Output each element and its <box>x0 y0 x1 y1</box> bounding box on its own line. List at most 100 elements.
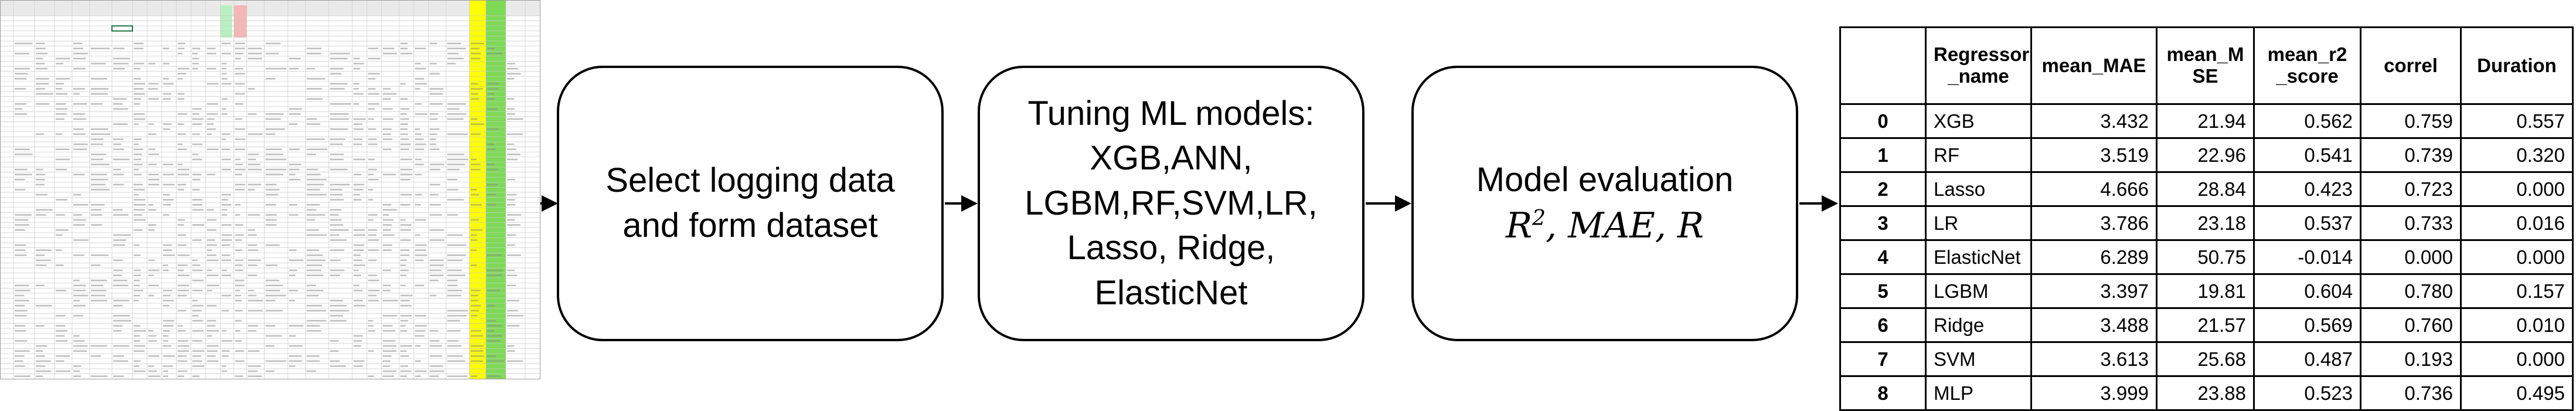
cell-mse: 28.84 <box>2156 171 2255 207</box>
sheet-cell-mark <box>430 345 442 347</box>
sheet-cell-mark <box>192 158 202 161</box>
sheet-cell-mark <box>307 214 325 216</box>
sheet-cell-mark <box>430 214 443 216</box>
metric-r2-exponent: 2 <box>1532 206 1546 230</box>
sheet-cell-mark <box>307 138 325 140</box>
sheet-cell-mark <box>368 350 374 352</box>
cell-regressor: LGBM <box>1925 273 2032 309</box>
sheet-cell-mark <box>192 57 199 60</box>
sheet-cell-mark <box>134 78 141 80</box>
sheet-cell-mark <box>15 355 25 357</box>
sheet-cell-mark <box>73 370 80 372</box>
sheet-cell-mark <box>91 63 106 64</box>
sheet-cell-mark <box>207 209 214 211</box>
sheet-cell-mark <box>248 164 261 165</box>
sheet-cell-mark <box>148 154 159 155</box>
sheet-cell-mark <box>73 315 83 317</box>
sheet-cell-mark <box>415 370 427 372</box>
table-header-row: Regressor _name mean_MAE mean_M SE mean_… <box>1839 26 2574 105</box>
sheet-cell-mark <box>248 229 256 231</box>
sheet-cell-mark <box>415 88 421 90</box>
sheet-cell-mark <box>73 290 86 291</box>
sheet-cell-mark <box>207 239 216 241</box>
sheet-cell-mark <box>163 254 175 256</box>
sheet-cell-mark <box>134 42 144 45</box>
sheet-cell-mark <box>248 47 262 49</box>
sheet-cell-mark <box>353 305 366 307</box>
sheet-cell-mark <box>400 123 408 125</box>
sheet-cell-mark <box>471 350 484 352</box>
sheet-cell-mark <box>73 67 86 70</box>
cell-regressor: Ridge <box>1925 307 2032 343</box>
sheet-cell-mark <box>91 179 108 181</box>
sheet-cell-mark <box>148 259 155 261</box>
sheet-cell-mark <box>353 269 359 271</box>
sheet-cell-mark <box>447 315 467 317</box>
sheet-cell-mark <box>289 360 302 362</box>
sheet-cell-mark <box>91 133 111 135</box>
sheet-cell-mark <box>73 350 87 352</box>
sheet-cell-mark <box>368 179 379 181</box>
sheet-cell-mark <box>353 249 364 251</box>
sheet-cell-mark <box>163 123 172 125</box>
sheet-cell-mark <box>289 345 303 347</box>
sheet-cell-mark <box>368 249 379 251</box>
sheet-cell-mark <box>113 239 127 241</box>
sheet-cell-mark <box>192 199 203 201</box>
sheet-cell-mark <box>400 350 407 352</box>
sheet-cell-mark <box>330 154 344 155</box>
sheet-cell-mark <box>91 174 107 175</box>
sheet-cell-mark <box>73 88 86 90</box>
sheet-cell-mark <box>178 224 184 226</box>
sheet-cell-mark <box>430 264 444 266</box>
sheet-cell-mark <box>307 168 318 171</box>
sheet-cell-mark <box>15 219 29 221</box>
sheet-cell-mark <box>330 193 343 196</box>
sheet-cell-mark <box>368 294 377 297</box>
sheet-cell-mark <box>134 143 139 145</box>
sheet-cell-mark <box>368 128 376 130</box>
sheet-cell-mark <box>56 78 70 80</box>
sheet-cell-mark <box>383 214 389 216</box>
sheet-cell-mark <box>178 42 186 45</box>
sheet-cell-mark <box>56 330 68 332</box>
sheet-cell-mark <box>15 73 28 74</box>
sheet-cell-mark <box>163 128 171 130</box>
sheet-cell-mark <box>447 189 458 191</box>
sheet-cell-mark <box>91 128 108 130</box>
sheet-cell-mark <box>383 118 394 120</box>
sheet-cell-mark <box>400 219 406 221</box>
sheet-cell-mark <box>289 67 299 70</box>
sheet-cell-mark <box>400 320 409 322</box>
sheet-cell-mark <box>207 259 219 261</box>
sheet-cell-mark <box>471 310 479 312</box>
sheet-cell-mark <box>430 63 437 64</box>
sheet-cell-mark <box>430 370 445 372</box>
sheet-cell-mark <box>400 259 407 261</box>
sheet-cell-mark <box>353 138 363 140</box>
sheet-cell-mark <box>307 219 315 221</box>
sheet-cell-mark <box>507 143 515 145</box>
sheet-cell-mark <box>134 47 144 49</box>
sheet-cell-mark <box>330 320 347 322</box>
sheet-cell-mark <box>353 123 363 125</box>
sheet-cell-mark <box>163 214 169 216</box>
sheet-cell-mark <box>192 350 205 352</box>
sheet-cell-mark <box>113 375 124 377</box>
sheet-cell-mark <box>447 57 464 60</box>
arrow-tuning-to-evaluation <box>1366 195 1411 212</box>
sheet-cell-mark <box>56 88 63 90</box>
spreadsheet-thumbnail <box>0 0 540 379</box>
sheet-cell-mark <box>400 239 411 241</box>
sheet-cell-mark <box>178 164 183 165</box>
sheet-cell-mark <box>178 234 186 236</box>
cell-regressor: Lasso <box>1925 171 2032 207</box>
sheet-cell-mark <box>430 280 438 281</box>
sheet-cell-mark <box>178 174 189 175</box>
sheet-cell-mark <box>235 280 244 281</box>
sheet-cell-mark <box>471 164 481 165</box>
sheet-cell-mark <box>134 189 145 191</box>
sheet-cell-mark <box>163 78 169 80</box>
sheet-cell-mark <box>148 174 159 175</box>
sheet-cell-mark <box>471 360 483 362</box>
